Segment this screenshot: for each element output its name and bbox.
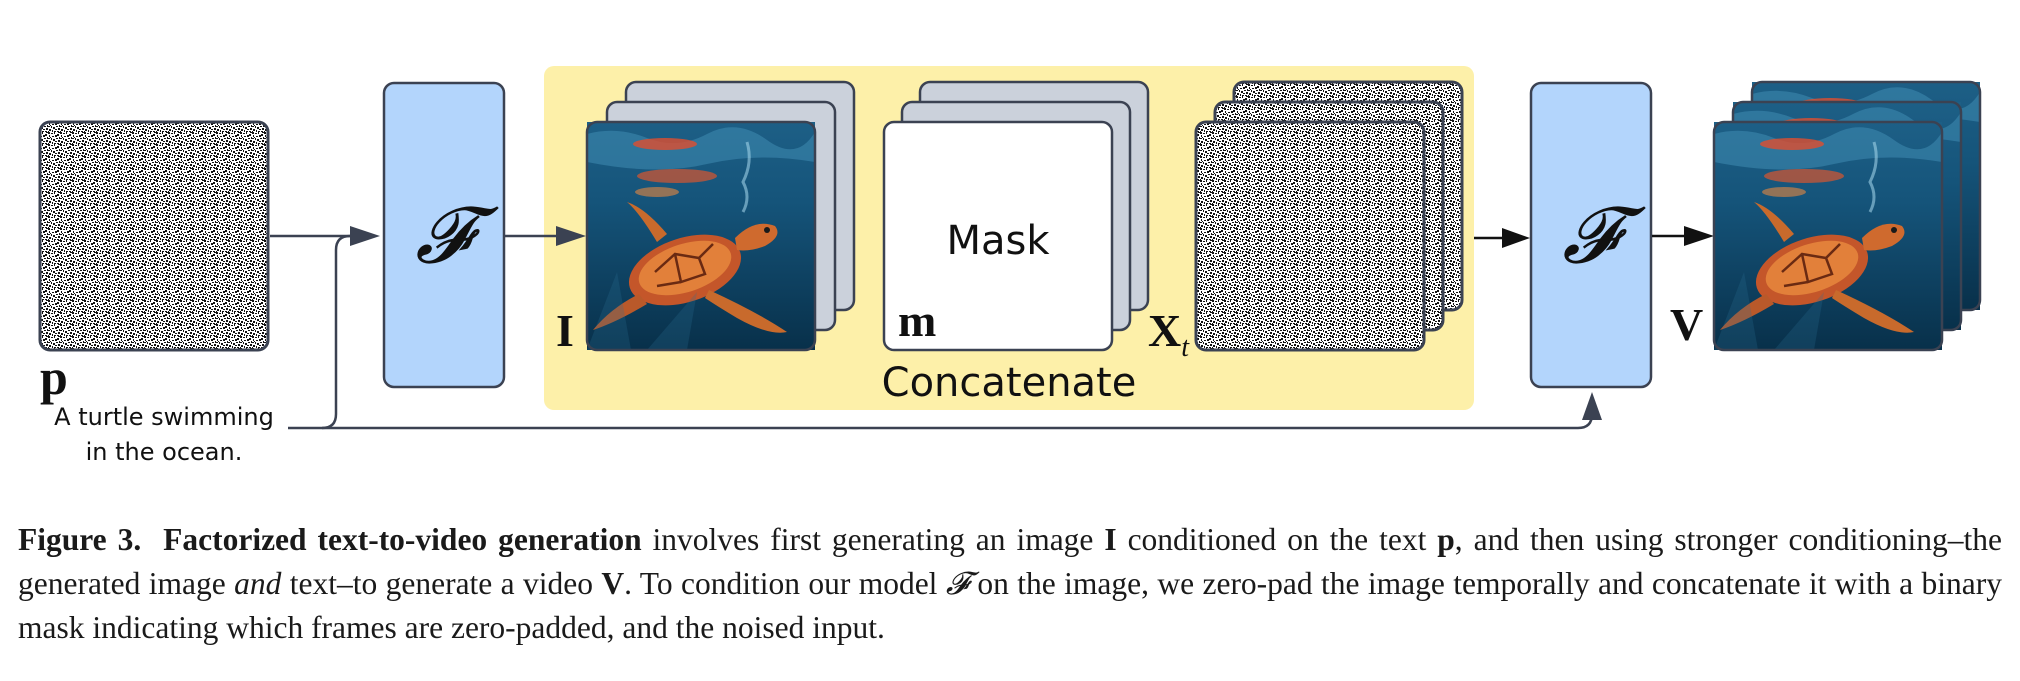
caption-text: text–to generate a video — [281, 566, 602, 601]
input-noise-frame — [38, 120, 270, 352]
caption-symbol-I: I — [1104, 522, 1117, 557]
arrow-head-icon — [1582, 392, 1602, 420]
method-diagram: 𝓕 𝓕 I Mask m Xt Concatenate V p A tur — [38, 66, 1982, 466]
caption-emphasis: and — [234, 566, 282, 601]
mask-frame — [882, 120, 1114, 352]
arrow-head-icon — [1684, 226, 1714, 246]
caption-title: Factorized text-to-video generation — [163, 522, 642, 557]
concat-label: Concatenate — [882, 360, 1137, 406]
image-label: I — [556, 305, 574, 356]
mask-label: Mask — [946, 218, 1050, 264]
text-conditioning-line — [288, 234, 351, 430]
caption-text: on the image, we zero-pad the image temp… — [18, 566, 2003, 645]
figure-caption: Figure 3. Factorized text-to-video gener… — [18, 518, 2002, 650]
caption-text: conditioned on the text — [1116, 522, 1438, 557]
text-var-label: p — [40, 349, 68, 405]
noised-input-label: Xt — [1148, 305, 1190, 363]
caption-symbol-F: 𝓕 — [945, 566, 970, 602]
figure-label: Figure 3. — [18, 522, 142, 557]
video-frame-front — [1712, 120, 1944, 352]
caption-symbol-p: p — [1437, 522, 1455, 557]
arrow-head-icon — [1502, 228, 1530, 248]
generated-image — [585, 120, 817, 352]
caption-text: . To condition our model — [624, 566, 946, 601]
caption-text: , and then using stronger conditioning–t… — [18, 522, 2003, 601]
arrow-head-icon — [350, 226, 380, 246]
prompt-line-2: in the ocean. — [86, 438, 243, 466]
mask-var-label: m — [898, 295, 936, 346]
video-label: V — [1670, 299, 1703, 350]
model-box-image — [382, 81, 506, 389]
model-box-video — [1529, 81, 1653, 389]
noise-var-sub: t — [1181, 332, 1190, 363]
arrow-head-icon — [556, 226, 586, 246]
noise-frame — [1194, 120, 1426, 352]
caption-text: involves first generating an image — [641, 522, 1105, 557]
noise-var-main: X — [1148, 305, 1181, 356]
caption-symbol-V: V — [601, 566, 625, 601]
prompt-line-1: A turtle swimming — [54, 403, 274, 431]
